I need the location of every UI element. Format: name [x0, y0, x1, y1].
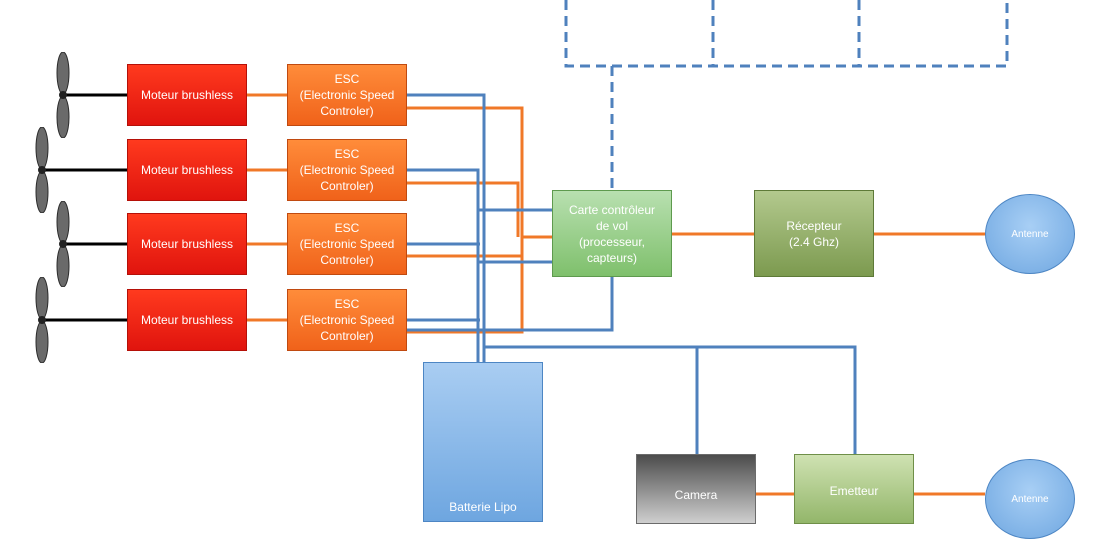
motor-shafts — [42, 93, 127, 322]
propeller-icon — [56, 201, 70, 287]
flight-controller-box: Carte contrôleur de vol (processeur, cap… — [552, 190, 672, 277]
propeller-icon — [35, 127, 49, 213]
motor-box: Moteur brushless — [127, 213, 247, 275]
propeller-icon — [56, 52, 70, 138]
receiver-antenna: Antenne — [985, 194, 1075, 274]
esc-box: ESC (Electronic Speed Controler) — [287, 289, 407, 351]
power-wires — [407, 93, 857, 454]
transmitter-box: Emetteur — [794, 454, 914, 524]
motor-box: Moteur brushless — [127, 64, 247, 126]
transmitter-antenna: Antenne — [985, 459, 1075, 539]
battery-box: Batterie Lipo — [423, 362, 543, 522]
esc-box: ESC (Electronic Speed Controler) — [287, 139, 407, 201]
wiring-diagram — [42, 0, 1009, 496]
motor-box: Moteur brushless — [127, 289, 247, 351]
dashed-module-outline — [564, 0, 1009, 190]
signal-wires — [247, 93, 985, 496]
propeller-icon — [35, 277, 49, 363]
esc-box: ESC (Electronic Speed Controler) — [287, 213, 407, 275]
esc-box: ESC (Electronic Speed Controler) — [287, 64, 407, 126]
receiver-box: Récepteur (2.4 Ghz) — [754, 190, 874, 277]
motor-box: Moteur brushless — [127, 139, 247, 201]
camera-box: Camera — [636, 454, 756, 524]
